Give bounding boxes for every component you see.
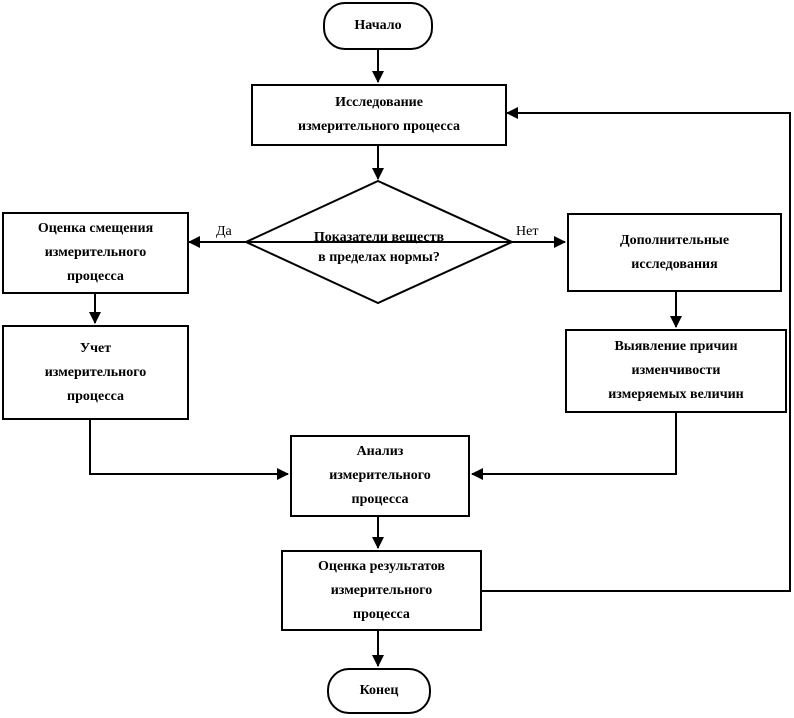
evaluation-label: Оценка результатов измерительного процес… <box>318 558 445 622</box>
analysis-label: Анализ измерительного процесса <box>329 444 431 507</box>
arrow-causes-to-analysis <box>471 413 677 480</box>
end-terminal: Конец <box>327 668 431 714</box>
extra-research-label: Дополнительные исследования <box>619 232 730 272</box>
account-box: Учет измерительного процесса <box>2 325 189 420</box>
research-label: Исследование измерительного процесса <box>298 95 460 134</box>
research-box: Исследование измерительного процесса <box>251 84 507 146</box>
loop-evaluation-to-research <box>482 107 791 592</box>
extra-research-box: Дополнительные исследования <box>567 213 782 292</box>
no-branch-label: Нет <box>516 224 539 239</box>
end-label: Конец <box>359 683 399 698</box>
causes-box: Выявление причин изменчивости измеряемых… <box>565 329 787 413</box>
causes-label: Выявление причин изменчивости измеряемых… <box>608 339 744 402</box>
evaluation-box: Оценка результатов измерительного процес… <box>281 550 482 631</box>
arrow-account-to-analysis <box>89 420 289 480</box>
yes-branch-label: Да <box>216 224 232 239</box>
analysis-box: Анализ измерительного процесса <box>290 435 470 517</box>
account-label: Учет измерительного процесса <box>44 340 147 404</box>
bias-box: Оценка смещения измерительного процесса <box>2 212 189 294</box>
decision-label: Показатели веществ в пределах нормы? <box>313 230 445 265</box>
start-label: Начало <box>354 18 402 33</box>
bias-label: Оценка смещения измерительного процесса <box>37 221 154 284</box>
start-terminal: Начало <box>323 2 433 50</box>
